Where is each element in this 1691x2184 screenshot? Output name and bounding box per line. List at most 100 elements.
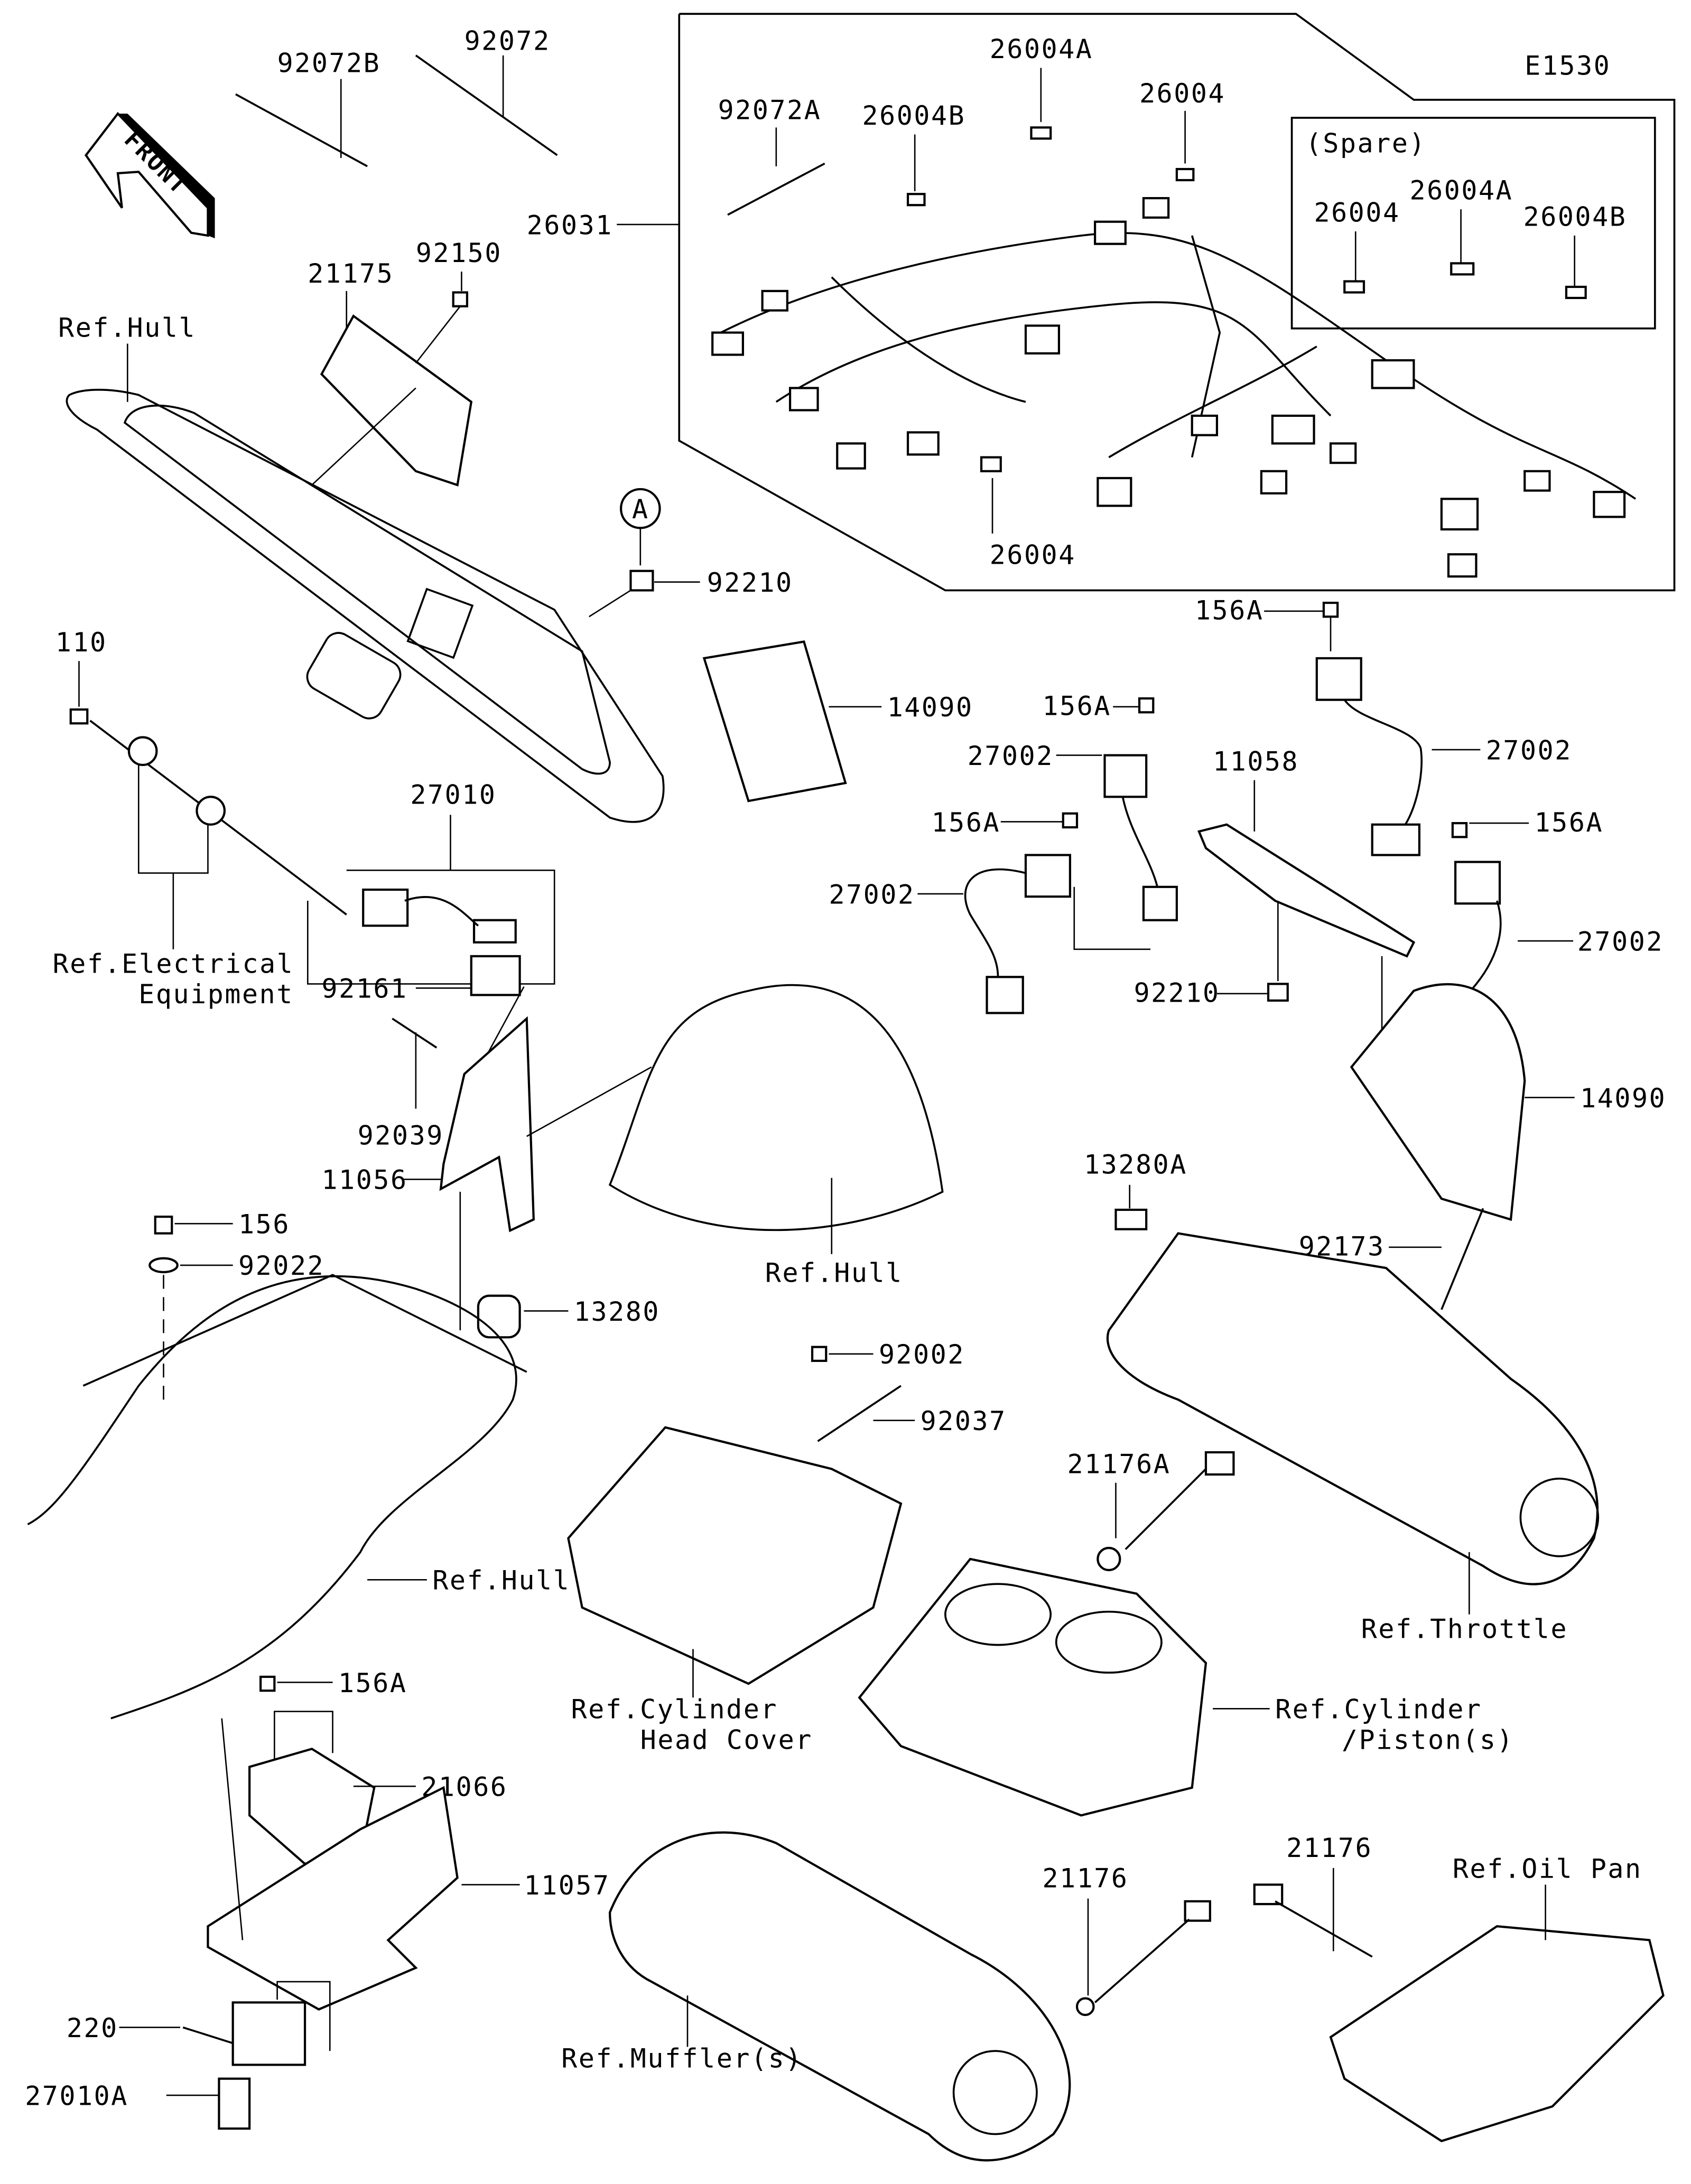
bracket-11056[interactable]: 11056	[322, 986, 652, 1233]
main-harness-26031[interactable]	[711, 197, 1637, 578]
fuse-26004B[interactable]: 26004B	[862, 100, 965, 207]
ref-hull-3: Ref.Hull	[27, 1274, 569, 1720]
part-label-92150: 92150	[416, 238, 502, 268]
clamp-13280[interactable]: 13280	[459, 1191, 660, 1339]
spare-fuse-26004[interactable]	[1343, 280, 1365, 294]
sensor-27002-2[interactable]: 27002	[968, 741, 1178, 921]
part-label-27010A: 27010A	[25, 2080, 128, 2111]
part-label-220: 220	[67, 2013, 118, 2043]
sensor-27002-3[interactable]: 27002	[829, 854, 1072, 1014]
part-label-21176-2: 21176	[1286, 1833, 1372, 1863]
ref-cylinder-head-cover: Ref.Cylinder Head Cover	[567, 1426, 903, 1755]
part-label-156A-2: 156A	[1042, 691, 1111, 722]
sensor-21176-2[interactable]: 21176	[1253, 1833, 1373, 1958]
ref-oil-pan-label: Ref.Oil Pan	[1453, 1853, 1642, 1884]
relay-27010A[interactable]: 27010A	[25, 1981, 331, 2130]
sensor-21176-1[interactable]: 21176	[1042, 1863, 1211, 2017]
ref-throttle-label: Ref.Throttle	[1361, 1613, 1568, 1644]
ref-throttle-body: Ref.Throttle	[1106, 1232, 1600, 1645]
sensor-21176A[interactable]: 21176A	[1067, 1449, 1235, 1572]
ref-cyl-piston-label-2: /Piston(s)	[1342, 1724, 1514, 1755]
spare-label-26004: 26004	[1314, 198, 1400, 228]
nut-92210-top[interactable]: A 92210	[589, 488, 793, 618]
part-label-14090-bottom: 14090	[1580, 1083, 1666, 1114]
part-label-92210-bottom: 92210	[1134, 977, 1220, 1008]
part-label-11057: 11057	[524, 1870, 610, 1901]
bolt-156A-1[interactable]: 156A	[1195, 595, 1339, 651]
hull-panel: Ref.Hull	[58, 312, 665, 823]
part-label-92072B: 92072B	[277, 48, 381, 78]
part-label-26004B: 26004B	[862, 100, 965, 131]
part-label-110: 110	[55, 627, 107, 658]
part-label-21176-1: 21176	[1042, 1863, 1128, 1894]
cable-tie-92072A[interactable]: 92072A	[718, 95, 825, 216]
part-label-13280: 13280	[574, 1296, 660, 1327]
part-label-27002-3: 27002	[829, 879, 915, 910]
spare-label-26004A: 26004A	[1410, 175, 1513, 206]
ref-electrical-equipment: Ref.Electrical Equipment	[53, 720, 347, 1010]
fuse-26004A[interactable]: 26004A	[990, 34, 1093, 140]
front-arrow-icon: FRONT	[85, 111, 215, 239]
sticker-14090-top[interactable]: 14090	[702, 640, 973, 802]
bolt-156A-4[interactable]: 156A	[1451, 807, 1603, 838]
ref-muffler: Ref.Muffler(s)	[561, 1831, 1071, 2162]
ref-hull-2: Ref.Hull	[608, 984, 944, 1288]
part-label-27002-1: 27002	[1486, 735, 1572, 766]
bolt-110[interactable]: 110	[55, 627, 107, 725]
part-label-26004-top: 26004	[1139, 78, 1225, 109]
part-21175[interactable]: 21175	[308, 258, 473, 487]
part-label-13280A: 13280A	[1084, 1150, 1187, 1180]
spare-fuse-26004B[interactable]	[1565, 285, 1587, 300]
ref-oil-pan: Ref.Oil Pan	[1329, 1853, 1665, 2142]
ref-cyl-piston-label-1: Ref.Cylinder	[1275, 1694, 1482, 1725]
part-label-92210-top: 92210	[707, 567, 793, 598]
part-label-156A-3: 156A	[932, 807, 1000, 838]
bracket-11057[interactable]: 11057	[207, 1718, 610, 2011]
part-label-26004-bottom: 26004	[990, 540, 1076, 571]
cover-14090-bottom[interactable]: 14090	[1350, 983, 1666, 1221]
gasket-92037[interactable]: 92037	[817, 1385, 1007, 1442]
cover-92161[interactable]	[470, 955, 521, 996]
sensor-27002-1[interactable]: 27002	[1315, 657, 1572, 856]
part-label-26004A: 26004A	[990, 34, 1093, 64]
part-label-27002-4: 27002	[1577, 926, 1664, 957]
bolt-156A-2[interactable]: 156A	[1042, 691, 1155, 722]
part-label-92037: 92037	[921, 1406, 1007, 1436]
relay-27010[interactable]: 27010 92161	[306, 779, 555, 1004]
part-label-92039: 92039	[358, 1121, 444, 1151]
clamp-13280A[interactable]: 13280A	[1084, 1150, 1187, 1230]
bolt-156A-5[interactable]: 156A	[259, 1668, 407, 1774]
ref-cylinder-piston: Ref.Cylinder /Piston(s)	[858, 1557, 1514, 1817]
bracket-11058[interactable]: 11058	[1073, 746, 1416, 958]
part-label-92022: 92022	[238, 1250, 324, 1281]
cable-tie-92072[interactable]: 92072	[415, 25, 558, 156]
ref-cyl-head-label-2: Head Cover	[640, 1724, 813, 1755]
spare-label-26004B: 26004B	[1523, 202, 1627, 232]
cable-tie-92072B[interactable]: 92072B	[235, 48, 381, 167]
spare-fuse-26004A[interactable]	[1450, 262, 1475, 276]
part-label-92002: 92002	[879, 1339, 965, 1370]
spare-title: (Spare)	[1306, 128, 1426, 159]
nut-92210-bottom[interactable]: 92210	[1134, 901, 1289, 1008]
pin-92039[interactable]: 92039	[358, 1018, 444, 1151]
part-label-156: 156	[238, 1209, 290, 1240]
bolt-92002[interactable]: 92002	[811, 1339, 965, 1370]
part-label-11058: 11058	[1213, 746, 1299, 777]
part-label-27010: 27010	[410, 779, 496, 810]
ref-cyl-head-label-1: Ref.Cylinder	[571, 1694, 778, 1725]
fuse-26004-bottom[interactable]: 26004	[980, 456, 1076, 571]
washer-92022[interactable]: 92022	[148, 1250, 324, 1400]
ref-hull-label-2: Ref.Hull	[765, 1257, 903, 1288]
ref-muffler-label: Ref.Muffler(s)	[561, 2043, 803, 2074]
part-label-92072A: 92072A	[718, 95, 822, 126]
ref-electrical-label-2: Equipment	[138, 979, 294, 1010]
diagram-code: E1530	[1525, 51, 1611, 81]
harness-group-box: 26031	[527, 13, 1676, 592]
fuse-26004-top[interactable]: 26004	[1139, 78, 1225, 182]
bolt-156[interactable]: 156	[154, 1209, 290, 1240]
part-label-21175: 21175	[308, 258, 394, 289]
callout-a-top-label: A	[632, 494, 649, 525]
bolt-156A-3[interactable]: 156A	[932, 807, 1079, 838]
bolt-92150[interactable]: 92150	[415, 238, 502, 364]
screw-220[interactable]: 220	[67, 2013, 236, 2045]
